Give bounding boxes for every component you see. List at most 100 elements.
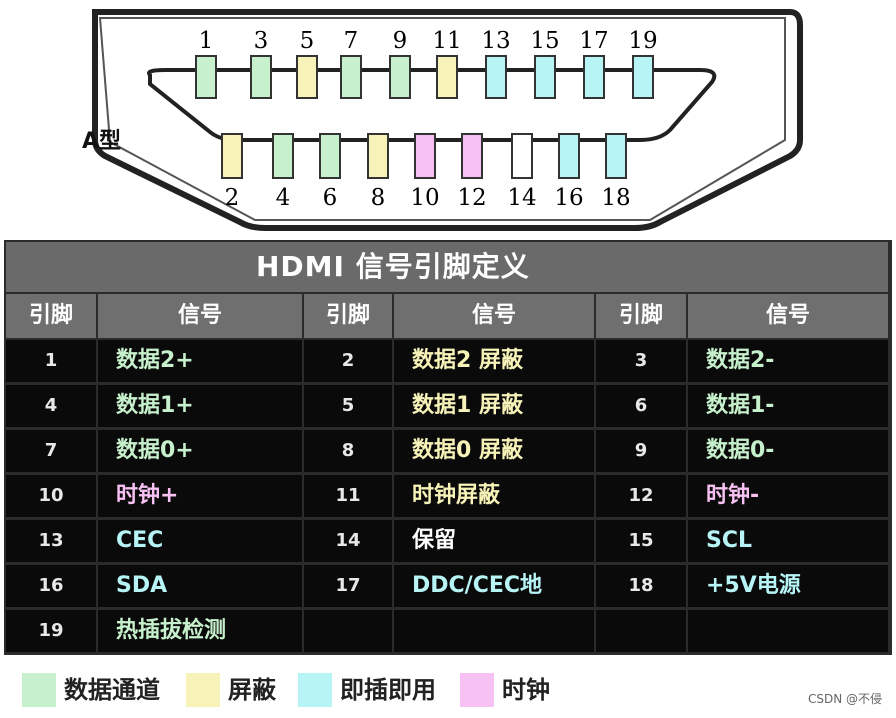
pin-cell: 11 [304,475,392,517]
pin-number-16: 16 [554,185,583,211]
pin-cell: 12 [596,475,686,517]
signal-cell [688,610,888,652]
pin-1 [195,55,217,99]
signal-cell: 时钟屏蔽 [394,475,594,517]
pin-11 [436,55,458,99]
pin-6 [319,133,341,179]
signal-cell: 数据2 屏蔽 [394,340,594,382]
pin-cell: 14 [304,520,392,562]
signal-cell: 数据1 屏蔽 [394,385,594,427]
pin-cell: 18 [596,565,686,607]
pin-number-12: 12 [457,185,486,211]
pin-10 [414,133,436,179]
signal-cell: 时钟+ [98,475,302,517]
pin-2 [221,133,243,179]
legend-label: 即插即用 [340,676,436,704]
pin-number-13: 13 [481,28,510,54]
header-signal: 信号 [98,294,302,338]
pin-cell: 5 [304,385,392,427]
signal-cell: 数据1+ [98,385,302,427]
pin-15 [534,55,556,99]
pin-number-18: 18 [601,185,630,211]
signal-cell: 保留 [394,520,594,562]
pin-number-19: 19 [628,28,657,54]
pin-number-4: 4 [276,185,291,211]
pin-3 [250,55,272,99]
pin-number-17: 17 [579,28,608,54]
header-pin: 引脚 [304,294,392,338]
signal-cell: 数据0+ [98,430,302,472]
connector-outline-inner [98,17,786,221]
table-title: HDMI 信号引脚定义 [256,250,530,283]
connector-outline [92,9,803,231]
pin-cell: 2 [304,340,392,382]
pin-cell: 19 [6,610,96,652]
signal-cell: SCL [688,520,888,562]
signal-cell: DDC/CEC地 [394,565,594,607]
legend-label: 屏蔽 [228,676,276,704]
pin-cell [304,610,392,652]
pin-number-1: 1 [199,28,214,54]
pin-4 [272,133,294,179]
pin-18 [605,133,627,179]
table-title-row: HDMI 信号引脚定义 [6,242,888,292]
pin-9 [389,55,411,99]
pin-13 [485,55,507,99]
pin-19 [632,55,654,99]
pin-14 [511,133,533,179]
pin-cell [596,610,686,652]
pin-cell: 9 [596,430,686,472]
legend-label: 数据通道 [64,676,160,704]
signal-cell: 时钟- [688,475,888,517]
signal-cell: +5V电源 [688,565,888,607]
signal-cell: 数据2+ [98,340,302,382]
pin-number-14: 14 [507,185,536,211]
pin-number-15: 15 [530,28,559,54]
pin-cell: 15 [596,520,686,562]
pin-number-2: 2 [225,185,240,211]
legend-label: 时钟 [502,676,550,704]
signal-cell: 数据2- [688,340,888,382]
signal-cell: 热插拔检测 [98,610,302,652]
signal-cell: SDA [98,565,302,607]
header-signal: 信号 [394,294,594,338]
pin-cell: 16 [6,565,96,607]
legend-swatch [186,673,220,707]
signal-cell: CEC [98,520,302,562]
pin-number-6: 6 [323,185,338,211]
pin-cell: 17 [304,565,392,607]
pin-17 [583,55,605,99]
pin-cell: 3 [596,340,686,382]
pin-8 [367,133,389,179]
legend-swatch [460,673,494,707]
color-legend: 数据通道 屏蔽 即插即用 时钟 [0,658,896,718]
pin-cell: 1 [6,340,96,382]
connector-type-label: A型 [82,129,121,154]
pin-number-3: 3 [254,28,269,54]
pin-number-5: 5 [300,28,315,54]
pin-cell: 4 [6,385,96,427]
pin-5 [296,55,318,99]
legend-swatch [22,673,56,707]
pin-number-10: 10 [410,185,439,211]
pin-cell: 13 [6,520,96,562]
header-signal: 信号 [688,294,888,338]
pin-cell: 8 [304,430,392,472]
legend-swatch [298,673,332,707]
signal-cell: 数据1- [688,385,888,427]
signal-cell [394,610,594,652]
pin-16 [558,133,580,179]
pin-cell: 6 [596,385,686,427]
connector-inner-slot [147,68,717,142]
pin-number-11: 11 [432,28,461,54]
pin-cell: 7 [6,430,96,472]
signal-cell: 数据0- [688,430,888,472]
header-pin: 引脚 [596,294,686,338]
signal-cell: 数据0 屏蔽 [394,430,594,472]
pin-number-7: 7 [344,28,359,54]
header-pin: 引脚 [6,294,96,338]
pin-12 [461,133,483,179]
